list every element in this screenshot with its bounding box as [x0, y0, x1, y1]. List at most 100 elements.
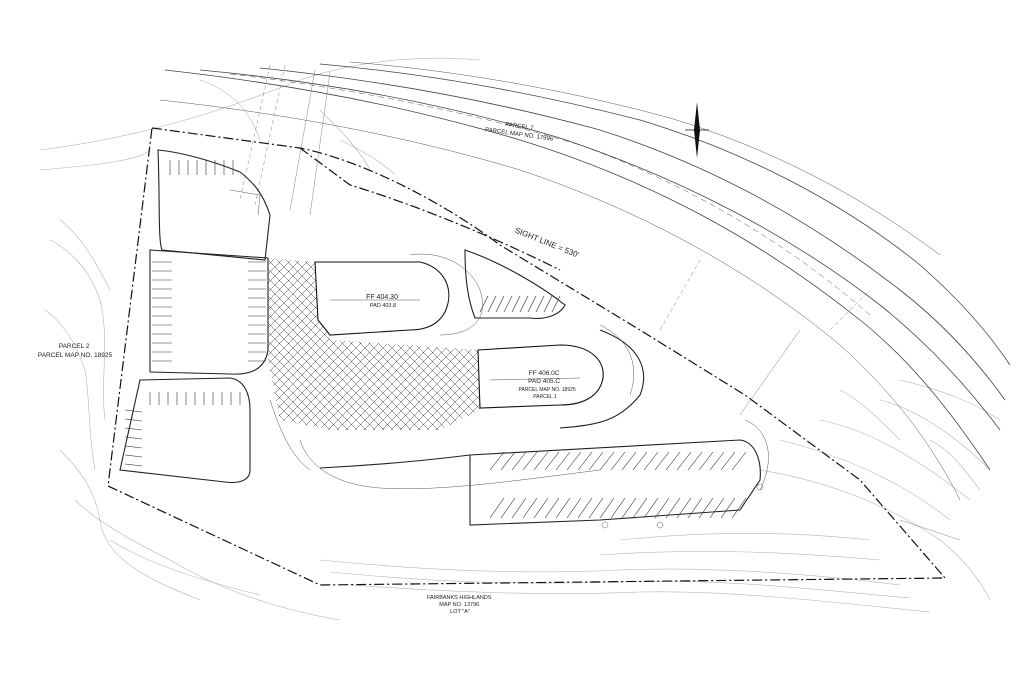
building-2-parcel: PARCEL 1: [533, 394, 557, 400]
plaza-hatch-line: [427, 258, 480, 430]
parking-stall: [665, 497, 681, 519]
parking-stall: [487, 295, 497, 313]
parking-stalls: [124, 160, 747, 519]
parking-stall: [124, 463, 143, 467]
buildings: [314, 261, 604, 409]
plaza-hatch-line: [268, 258, 312, 430]
parking-stall: [599, 497, 615, 519]
parking-stall: [535, 295, 545, 313]
parking-stall: [551, 295, 561, 313]
north-arrow-icon: [685, 102, 709, 158]
plaza-hatch-line: [268, 258, 321, 430]
plaza-hatch-line: [268, 258, 357, 430]
parking-stall: [544, 497, 560, 519]
plaza-hatch-line: [409, 258, 480, 430]
parking-stall: [124, 418, 143, 422]
plaza-hatch-line: [346, 258, 480, 430]
plaza-hatch-line: [268, 258, 276, 430]
parking-stall: [489, 497, 505, 519]
parking-stall: [731, 451, 747, 471]
parking-stall: [610, 451, 626, 471]
svg-text:FAIRBANKS HIGHLANDS MAP NO: FAIRBANKS HIGHLANDS MAP NO. 13796 LOT "A…: [427, 595, 493, 615]
parcel-south-line2: MAP NO. 13796: [439, 602, 479, 608]
plaza-hatch-line: [268, 258, 339, 430]
plaza-hatch-line: [86, 258, 266, 438]
parking-stall: [588, 497, 604, 519]
parking-stall: [503, 295, 513, 313]
parking-stall: [599, 451, 615, 471]
parking-stall: [698, 451, 714, 471]
parking-stall: [511, 295, 521, 313]
parking-stall: [731, 497, 747, 519]
building-1-pad: PAD 403.8: [370, 303, 396, 309]
sight-line-label: SIGHT LINE = 530': [514, 226, 581, 260]
parking-stall: [511, 451, 527, 471]
building-2-ff: FF 406.0C: [529, 370, 560, 377]
parking-stall: [124, 454, 143, 458]
svg-text:FF 406.0C PAD 405.C PA: FF 406.0C PAD 405.C PARCEL MAP NO. 18925…: [519, 370, 578, 400]
plaza-hatch-line: [268, 258, 303, 430]
parking-stall: [555, 497, 571, 519]
plaza-hatch-line: [268, 258, 339, 430]
parking-stall: [610, 497, 626, 519]
parking-stall: [654, 451, 670, 471]
parking-stall: [698, 497, 714, 519]
parking-stall: [676, 497, 692, 519]
parcel-north-line1: PARCEL 7: [505, 122, 535, 132]
parking-stall: [720, 451, 736, 471]
svg-text:FF 404.30 PAD 403.8: FF 404.30 PAD 403.8: [366, 294, 400, 309]
plaza-hatch-line: [391, 258, 480, 430]
plaza-hatch-line: [436, 258, 480, 430]
plaza-hatch-line: [355, 258, 480, 430]
plaza-hatch-line: [268, 258, 294, 430]
building-1: [314, 261, 450, 336]
parking-stall: [533, 451, 549, 471]
parking-stall: [519, 295, 529, 313]
building-2-pad: PAD 405.C: [528, 378, 560, 385]
parking-stall: [124, 427, 143, 431]
parking-stall: [654, 497, 670, 519]
plaza-hatch-line: [400, 258, 480, 430]
parking-stall: [621, 451, 637, 471]
plaza-hatch-line: [268, 258, 348, 430]
parking-stall: [522, 451, 538, 471]
highway-corridor: [159, 61, 1011, 501]
plaza-hatch-line: [563, 258, 743, 438]
easement-lines: [239, 64, 961, 541]
parking-stall: [566, 451, 582, 471]
parking-stall: [588, 451, 604, 471]
svg-text:PARCEL 2 PARCEL MAP NO. 18: PARCEL 2 PARCEL MAP NO. 18925: [38, 343, 113, 359]
parking-stall: [709, 497, 725, 519]
parking-stall: [643, 497, 659, 519]
parking-stall: [495, 295, 505, 313]
plaza-hatch-line: [268, 258, 312, 430]
parking-stall: [720, 497, 736, 519]
plaza-hatch-line: [268, 258, 294, 430]
parking-stall: [643, 451, 659, 471]
parking-stall: [511, 497, 527, 519]
topographic-contours: [39, 57, 1001, 621]
plaza-hatch-line: [268, 258, 330, 430]
svg-text:PARCEL 7 PARCEL MAP NO. 17: PARCEL 7 PARCEL MAP NO. 17996: [485, 119, 556, 143]
plaza-hatch-line: [68, 258, 248, 438]
parking-stall: [500, 497, 516, 519]
parcel-south-line1: FAIRBANKS HIGHLANDS: [427, 595, 492, 601]
parking-stall: [500, 451, 516, 471]
parking-stall: [479, 295, 489, 313]
parking-stall: [124, 436, 143, 440]
parking-stall: [621, 497, 637, 519]
parking-stall: [577, 497, 593, 519]
plaza-hatch-line: [268, 258, 321, 430]
parcel-west-line1: PARCEL 2: [59, 343, 90, 350]
parking-stall: [522, 497, 538, 519]
parking-stall: [566, 497, 582, 519]
parking-stall: [533, 497, 549, 519]
building-1-ff: FF 404.30: [366, 294, 398, 301]
parking-stall: [632, 497, 648, 519]
plaza-hatch-line: [268, 258, 276, 430]
parking-stall: [489, 451, 505, 471]
plaza-hatch-line: [418, 258, 480, 430]
plaza-hatch-line: [68, 258, 248, 438]
plaza-hatch-line: [563, 258, 743, 438]
